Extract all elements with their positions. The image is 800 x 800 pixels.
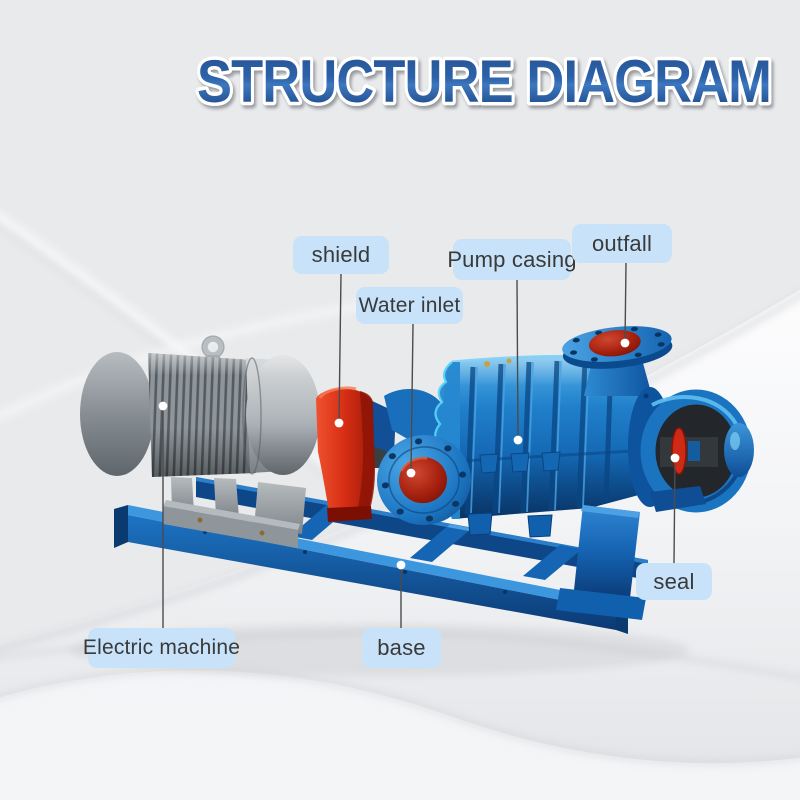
label-seal: seal xyxy=(636,563,712,600)
dot-water-inlet xyxy=(406,468,416,478)
dot-seal xyxy=(670,453,680,463)
inlet-bolt-holes xyxy=(381,438,467,522)
bearing-seal-illustration xyxy=(628,387,754,513)
label-pump-casing: Pump casing xyxy=(447,239,577,280)
dot-electric-machine xyxy=(158,401,168,411)
label-water-inlet: Water inlet xyxy=(356,287,463,324)
pump-casing-illustration xyxy=(434,354,653,538)
label-outfall: outfall xyxy=(572,224,672,263)
electric-motor-illustration xyxy=(80,335,320,548)
base-skid-illustration xyxy=(114,477,648,634)
leader-pump-casing xyxy=(516,279,519,441)
dot-outfall xyxy=(620,338,630,348)
dot-shield xyxy=(334,418,344,428)
page-title: STRUCTURE DIAGRAM xyxy=(197,48,771,115)
leader-seal xyxy=(673,457,676,564)
outfall-illustration xyxy=(562,326,673,396)
label-electric-machine: Electric machine xyxy=(83,628,240,668)
shaft-seal xyxy=(671,427,687,475)
flange-bolt-holes xyxy=(570,326,665,362)
leader-shield xyxy=(338,273,342,424)
leader-outfall xyxy=(624,262,627,344)
callout-dots xyxy=(158,338,680,570)
label-base: base xyxy=(362,628,441,668)
leader-water-inlet xyxy=(410,323,414,474)
label-shield: shield xyxy=(293,236,389,274)
leader-lines xyxy=(162,262,676,628)
motor-end-dome xyxy=(80,352,154,476)
dot-pump-casing xyxy=(513,435,523,445)
coupling-shield-illustration xyxy=(316,386,375,522)
pump-pedestal xyxy=(556,505,646,620)
outfall-port xyxy=(588,330,641,357)
dot-base xyxy=(396,560,406,570)
